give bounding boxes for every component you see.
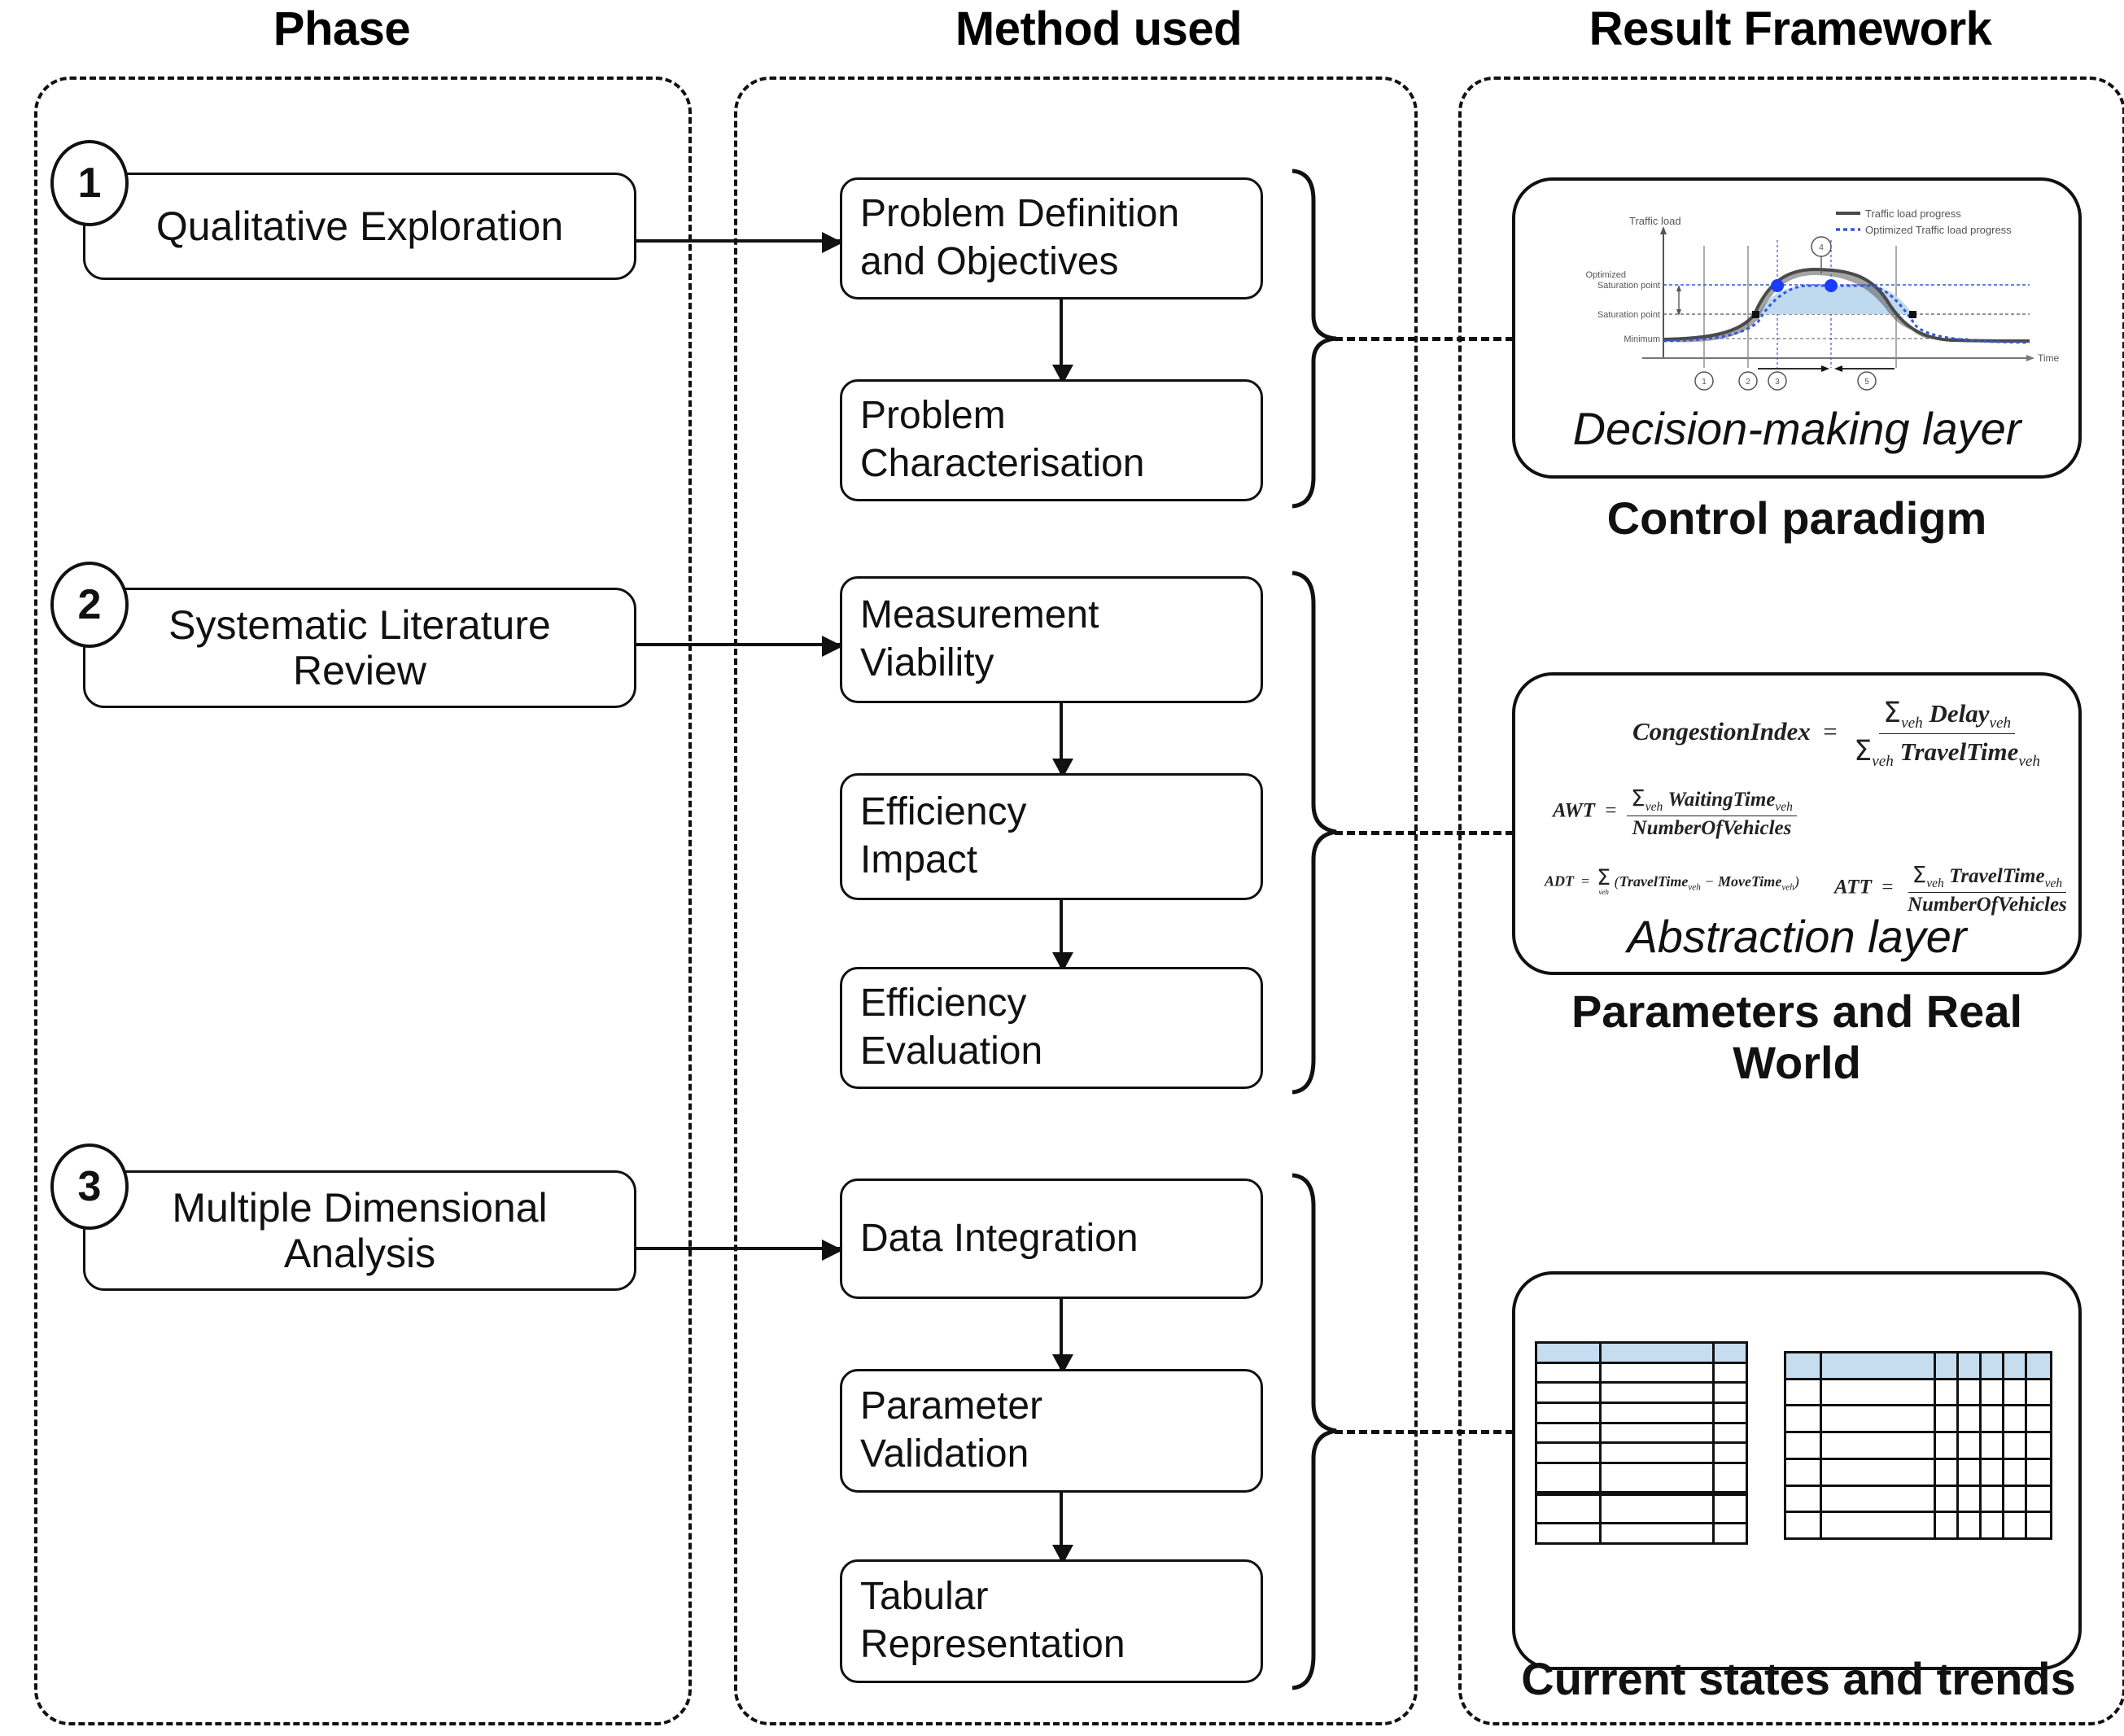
svg-text:2: 2 bbox=[1746, 378, 1750, 387]
phase-badge-1: 1 bbox=[50, 140, 129, 226]
arrow-measurement-to-efficiency-impact bbox=[1052, 703, 1073, 778]
table-row bbox=[1534, 1462, 1749, 1495]
svg-text:Time: Time bbox=[2038, 352, 2060, 364]
result-column-container bbox=[1458, 77, 2124, 1725]
method-box-line1: Measurement bbox=[860, 593, 1099, 637]
table-row bbox=[1534, 1421, 1749, 1445]
method-box-problem-characterisation[interactable]: Problem Characterisation bbox=[840, 379, 1263, 501]
table-row bbox=[1534, 1401, 1749, 1424]
formula-att: ATT = Σveh TravelTimeveh NumberOfVehicle… bbox=[1834, 861, 2067, 916]
phase-number-1: 1 bbox=[77, 160, 102, 207]
table-row bbox=[1784, 1511, 2052, 1540]
method-box-line1: Efficiency bbox=[860, 982, 1027, 1025]
decision-layer-label: Decision-making layer bbox=[1572, 403, 2021, 454]
mini-table-right[interactable] bbox=[1784, 1351, 2052, 1540]
method-box-efficiency-impact[interactable]: Efficiency Impact bbox=[840, 773, 1263, 900]
method-box-line2: Validation bbox=[860, 1432, 1029, 1476]
method-box-parameter-validation[interactable]: Parameter Validation bbox=[840, 1369, 1263, 1493]
svg-text:Optimized: Optimized bbox=[1585, 270, 1626, 280]
phase-label-text-2: Systematic Literature Review bbox=[168, 602, 551, 693]
phase-badge-3: 3 bbox=[50, 1143, 129, 1230]
formula-awt: AWT = Σveh WaitingTimeveh NumberOfVehicl… bbox=[1553, 785, 1797, 840]
column-title-result: Result Framework bbox=[1589, 2, 1992, 55]
phase-label-2: Systematic Literature Review bbox=[83, 588, 636, 708]
result-panel-states-trends[interactable] bbox=[1512, 1271, 2082, 1670]
table-row bbox=[1534, 1490, 1749, 1525]
arrow-phase3-to-method bbox=[636, 1240, 843, 1261]
svg-text:Saturation point: Saturation point bbox=[1597, 310, 1660, 320]
method-box-line1: Problem Definition bbox=[860, 192, 1180, 236]
result-caption-parameters-real-world: Parameters and Real World bbox=[1571, 986, 2023, 1088]
traffic-load-chart-thumbnail: Traffic load progress Optimized Traffic … bbox=[1585, 208, 2060, 391]
method-box-line2: Evaluation bbox=[860, 1030, 1043, 1073]
table-row bbox=[1784, 1404, 2052, 1434]
method-box-line2: Characterisation bbox=[860, 442, 1145, 485]
formula-congestion-lhs: CongestionIndex bbox=[1632, 716, 1811, 746]
method-box-line2: and Objectives bbox=[860, 240, 1119, 283]
method-box-data-integration[interactable]: Data Integration bbox=[840, 1178, 1263, 1299]
svg-text:Traffic load: Traffic load bbox=[1629, 215, 1681, 227]
svg-text:1: 1 bbox=[1702, 378, 1707, 387]
svg-text:Optimized Traffic load progres: Optimized Traffic load progress bbox=[1865, 224, 2012, 236]
phase-badge-2: 2 bbox=[50, 562, 129, 648]
method-box-problem-definition[interactable]: Problem Definition and Objectives bbox=[840, 177, 1263, 300]
table-row bbox=[1784, 1351, 2052, 1380]
method-box-line1: Parameter bbox=[860, 1384, 1043, 1428]
arrow-parameter-to-tabular bbox=[1052, 1493, 1073, 1564]
formula-adt: ADT = Σ veh (TravelTimeveh − MoveTimeveh… bbox=[1545, 865, 1799, 896]
arrow-phase1-to-method bbox=[636, 232, 843, 253]
table-row bbox=[1534, 1522, 1749, 1545]
table-row bbox=[1534, 1441, 1749, 1465]
abstraction-layer-label: Abstraction layer bbox=[1627, 911, 1967, 962]
arrow-dataintegration-to-parameter bbox=[1052, 1299, 1073, 1374]
svg-text:5: 5 bbox=[1864, 378, 1869, 387]
result-panel-abstraction[interactable]: CongestionIndex = Σveh Delayveh Σveh Tra… bbox=[1512, 672, 2082, 975]
table-row bbox=[1784, 1431, 2052, 1460]
method-box-line1: Data Integration bbox=[860, 1216, 1138, 1260]
svg-text:Traffic load progress: Traffic load progress bbox=[1865, 208, 1961, 220]
mini-table-left[interactable] bbox=[1534, 1341, 1749, 1545]
arrow-problemdef-to-problemchar bbox=[1052, 300, 1073, 384]
svg-text:Minimum: Minimum bbox=[1624, 335, 1660, 344]
method-box-line2: Viability bbox=[860, 641, 994, 684]
table-row bbox=[1784, 1377, 2052, 1407]
formula-congestion-index: CongestionIndex = Σveh Delayveh Σveh Tra… bbox=[1632, 697, 2041, 771]
table-row bbox=[1784, 1457, 2052, 1487]
method-box-line1: Efficiency bbox=[860, 790, 1027, 834]
formula-att-lhs: ATT bbox=[1834, 876, 1872, 899]
table-row bbox=[1534, 1341, 1749, 1364]
table-row bbox=[1534, 1381, 1749, 1405]
method-box-line2: Representation bbox=[860, 1623, 1125, 1666]
method-box-efficiency-evaluation[interactable]: Efficiency Evaluation bbox=[840, 967, 1263, 1089]
result-caption-control-paradigm: Control paradigm bbox=[1606, 492, 1987, 544]
table-row bbox=[1534, 1361, 1749, 1384]
phase-column-container bbox=[34, 77, 692, 1725]
result-caption-current-states-trends: Current states and trends bbox=[1521, 1653, 2076, 1704]
formula-awt-lhs: AWT bbox=[1553, 799, 1595, 822]
arrow-efficiency-impact-to-evaluation bbox=[1052, 900, 1073, 972]
phase-number-3: 3 bbox=[77, 1163, 102, 1210]
phase-number-2: 2 bbox=[77, 581, 102, 628]
method-box-tabular-representation[interactable]: Tabular Representation bbox=[840, 1559, 1263, 1683]
phase-label-3: Multiple Dimensional Analysis bbox=[83, 1170, 636, 1291]
phase-label-1: Qualitative Exploration bbox=[83, 173, 636, 280]
method-box-line2: Impact bbox=[860, 838, 978, 881]
svg-text:3: 3 bbox=[1775, 378, 1780, 387]
svg-text:4: 4 bbox=[1819, 243, 1824, 252]
result-panel-decision-making[interactable]: Traffic load progress Optimized Traffic … bbox=[1512, 177, 2082, 479]
arrow-phase2-to-method bbox=[636, 636, 843, 657]
method-box-line1: Problem bbox=[860, 394, 1006, 438]
svg-text:Saturation point: Saturation point bbox=[1597, 281, 1660, 291]
formula-adt-lhs: ADT bbox=[1545, 872, 1574, 890]
phase-label-text-1: Qualitative Exploration bbox=[155, 203, 564, 249]
method-box-line1: Tabular bbox=[860, 1575, 989, 1619]
method-column-container bbox=[734, 77, 1418, 1725]
method-box-measurement-viability[interactable]: Measurement Viability bbox=[840, 576, 1263, 703]
column-title-method: Method used bbox=[955, 2, 1243, 55]
table-row bbox=[1784, 1484, 2052, 1514]
column-title-phase: Phase bbox=[273, 2, 411, 55]
phase-label-text-3: Multiple Dimensional Analysis bbox=[172, 1185, 548, 1276]
